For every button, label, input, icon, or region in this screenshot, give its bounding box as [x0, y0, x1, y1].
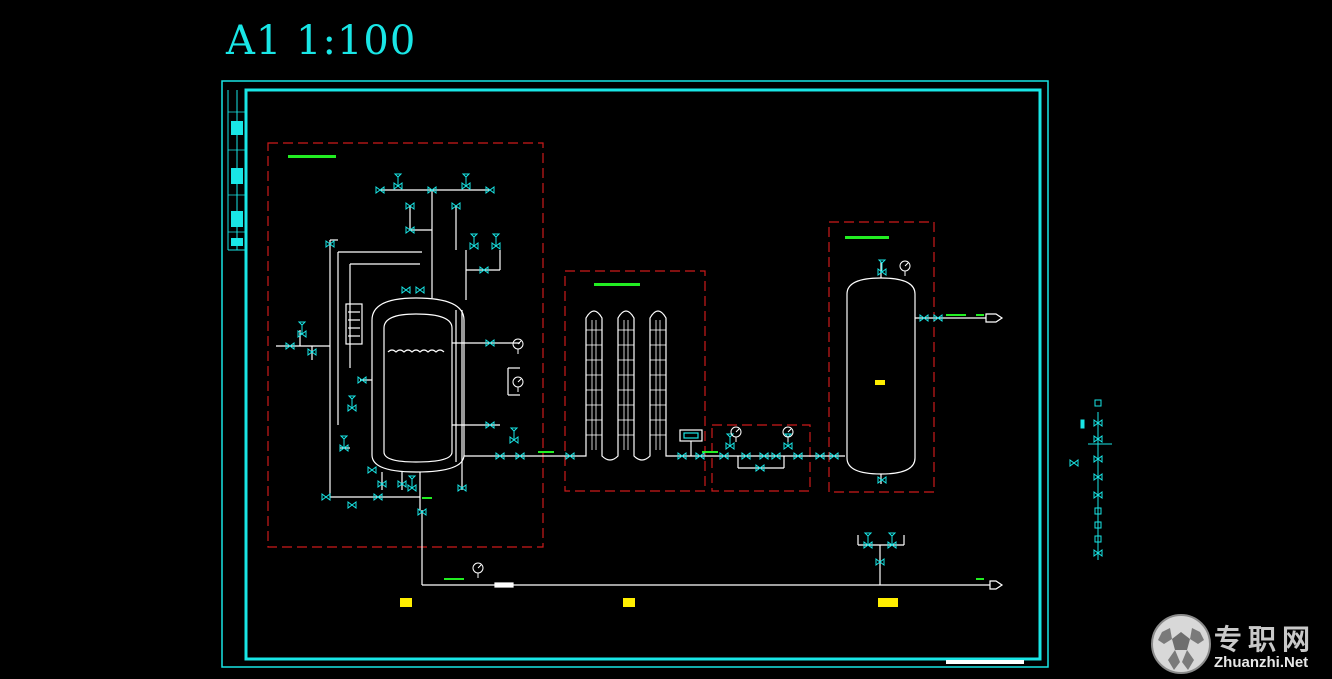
outlet-arrow-icon [985, 313, 1004, 590]
coil-heat-exchanger[interactable] [565, 310, 712, 461]
title-block-icon [231, 121, 243, 246]
section-markers [400, 598, 898, 607]
valve-station-boundary [711, 424, 811, 492]
station-gauges [730, 426, 794, 443]
unit-boundaries [267, 142, 935, 548]
symbol-legend [1069, 399, 1112, 560]
tank-valves[interactable] [877, 259, 943, 484]
boiler-valves[interactable] [285, 173, 525, 516]
tank-gauge [899, 260, 911, 277]
drawing-frame [221, 80, 1049, 668]
tank-boundary [828, 221, 935, 493]
watermark-english: Zhuanzhi.Net [1214, 654, 1309, 671]
coil-exchanger-boundary [564, 270, 706, 492]
watermark-chinese: 专职网 [1214, 623, 1317, 656]
frame-scale-bar [946, 660, 1024, 664]
boiler-unit[interactable] [276, 189, 990, 588]
storage-tank[interactable] [846, 262, 986, 484]
boiler-unit-boundary [267, 142, 544, 548]
valve-station[interactable] [712, 455, 845, 469]
soccer-ball-logo [1151, 614, 1211, 674]
unit-captions [288, 155, 984, 580]
drawing-scale-title: A1 1:100 [226, 18, 417, 64]
coil-rungs [586, 329, 666, 436]
